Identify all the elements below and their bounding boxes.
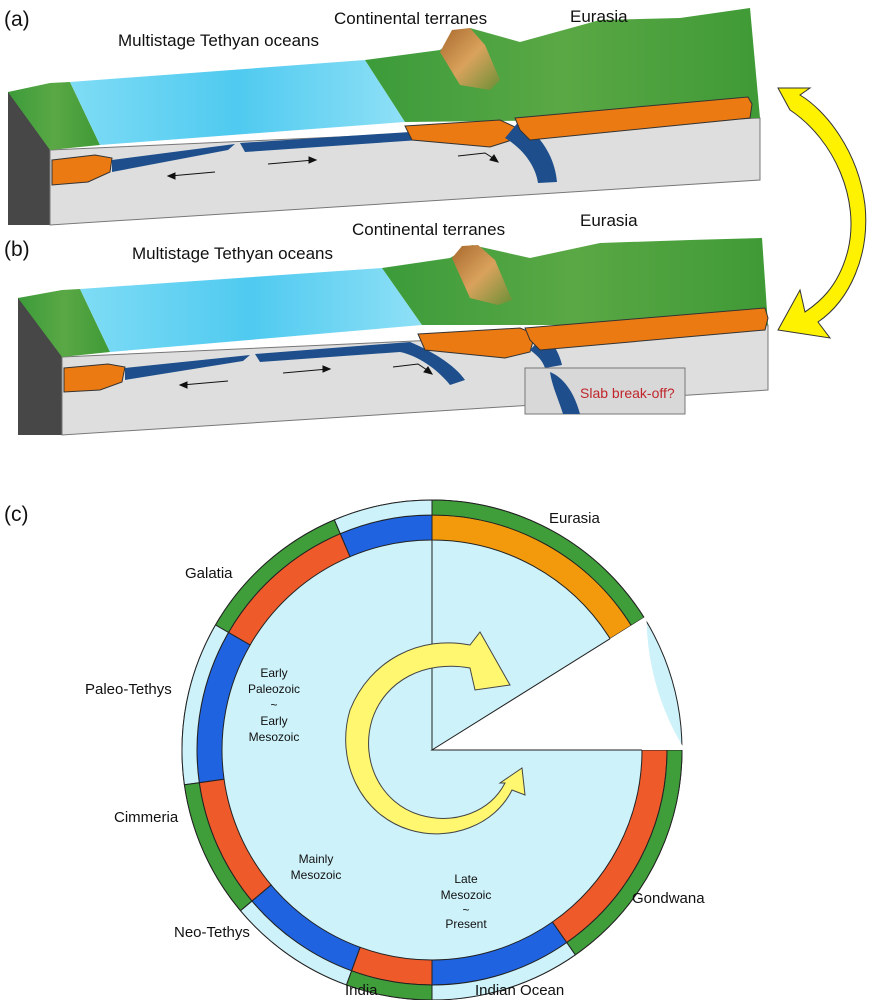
tethyan-ocean-surface — [70, 60, 405, 145]
left-land-surface — [8, 82, 100, 150]
ring-wedge-gap — [432, 615, 685, 750]
oceanic-slab-2 — [240, 132, 420, 152]
spreading-arrows — [166, 152, 500, 180]
stage3-line1: Late — [454, 872, 478, 886]
stage1-line5: Mesozoic — [249, 730, 300, 744]
eurasia-land-surface — [382, 238, 768, 325]
stage-labels: Early Paleozoic ~ Early Mesozoic Mainly … — [248, 666, 491, 931]
eurasia-label-a: Eurasia — [570, 7, 628, 26]
terrane-mountains — [440, 28, 500, 90]
spreading-arrows — [178, 363, 434, 389]
panel-a: (a) Multistage Tethyan oceans Continenta… — [4, 7, 761, 226]
stage2-line2: Mesozoic — [291, 868, 342, 882]
terranes-label-b: Continental terranes — [352, 220, 505, 239]
segment-eurasia-land — [431, 499, 645, 627]
panel-c-letter: (c) — [4, 503, 29, 526]
segment-india-rim — [345, 970, 433, 1000]
stage3-line3: ~ — [462, 903, 469, 917]
terrane-crust — [417, 327, 536, 359]
label-cimmeria: Cimmeria — [114, 809, 179, 826]
segment-gondwana-rim — [566, 749, 683, 956]
ocean-label-a: Multistage Tethyan oceans — [118, 31, 319, 50]
oceanic-slab-2-subducting — [255, 342, 465, 385]
broken-slab — [550, 372, 580, 414]
oceanic-slab-1 — [125, 355, 250, 380]
panel-a-letter: (a) — [4, 8, 30, 31]
stage3-line4: Present — [445, 917, 487, 931]
slab-breakoff-label: Slab break-off? — [580, 385, 675, 401]
tethyan-ocean-surface — [80, 268, 422, 352]
stage2-line1: Mainly — [299, 852, 334, 866]
transition-arrow — [777, 87, 867, 339]
label-india: India — [345, 982, 378, 999]
continental-crust-left — [51, 154, 113, 186]
cycle-arrow — [345, 631, 526, 835]
stage1-line4: Early — [260, 714, 287, 728]
stage1-line2: Paleozoic — [248, 682, 300, 696]
eurasia-crust — [524, 307, 769, 351]
segment-galatia-rim — [214, 519, 341, 634]
label-eurasia: Eurasia — [549, 510, 601, 527]
tethyan-cycle-ring — [181, 499, 685, 1000]
ocean-label-b: Multistage Tethyan oceans — [132, 244, 333, 263]
continental-crust-left — [63, 363, 126, 393]
segment-neo-tethys-rim — [239, 900, 353, 986]
label-paleo-tethys: Paleo-Tethys — [85, 681, 172, 698]
ring-wedge-edge — [430, 638, 642, 751]
stage1-line1: Early — [260, 666, 287, 680]
eurasia-label-b: Eurasia — [580, 211, 638, 230]
label-gondwana: Gondwana — [632, 890, 705, 907]
panel-b-letter: (b) — [4, 238, 30, 261]
label-galatia: Galatia — [185, 565, 233, 582]
stage3-line2: Mesozoic — [441, 888, 492, 902]
subducting-slab — [505, 120, 557, 183]
segment-paleo-tethys-rim — [181, 624, 230, 786]
segment-paleo-ocean-top-rim — [333, 499, 433, 535]
segment-cimmeria-rim — [183, 782, 253, 912]
left-land-surface — [18, 289, 110, 357]
label-indian-ocean: Indian Ocean — [475, 982, 564, 999]
label-neo-tethys: Neo-Tethys — [174, 924, 250, 941]
segment-indian-ocean-rim — [431, 941, 577, 1000]
eurasia-crust — [514, 96, 753, 141]
terrane-mountains — [452, 245, 512, 305]
stage1-line3: ~ — [270, 698, 277, 712]
terranes-label-a: Continental terranes — [334, 9, 487, 28]
panel-b: (b) Multistage Tethyan oceans Continenta… — [4, 211, 769, 436]
oceanic-slab-1 — [112, 144, 235, 172]
